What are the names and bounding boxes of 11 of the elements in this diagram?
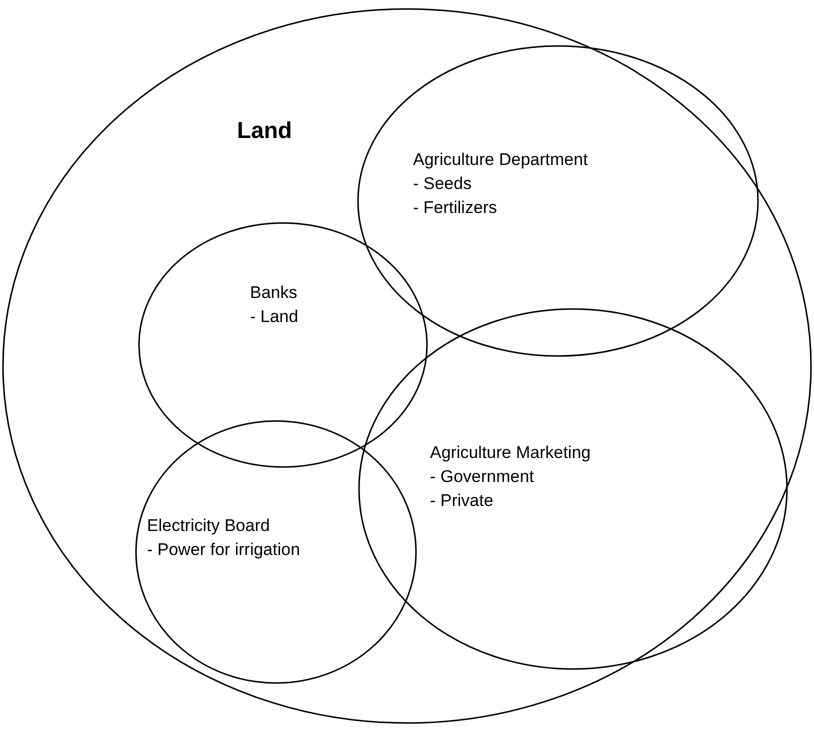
circle-title: Agriculture Department bbox=[413, 149, 588, 171]
circle-title: Electricity Board bbox=[147, 515, 270, 537]
circle-title: Agriculture Marketing bbox=[430, 442, 591, 464]
list-item: - Power for irrigation bbox=[147, 539, 302, 561]
list-item: - Fertilizers bbox=[413, 197, 498, 219]
list-item: - Private bbox=[430, 490, 494, 512]
heading: Land bbox=[237, 116, 292, 144]
list-item: - Government bbox=[430, 466, 535, 488]
list-item: - Seeds bbox=[413, 173, 473, 195]
circle-title: Banks bbox=[250, 282, 298, 304]
list-item: - Land bbox=[250, 306, 300, 328]
